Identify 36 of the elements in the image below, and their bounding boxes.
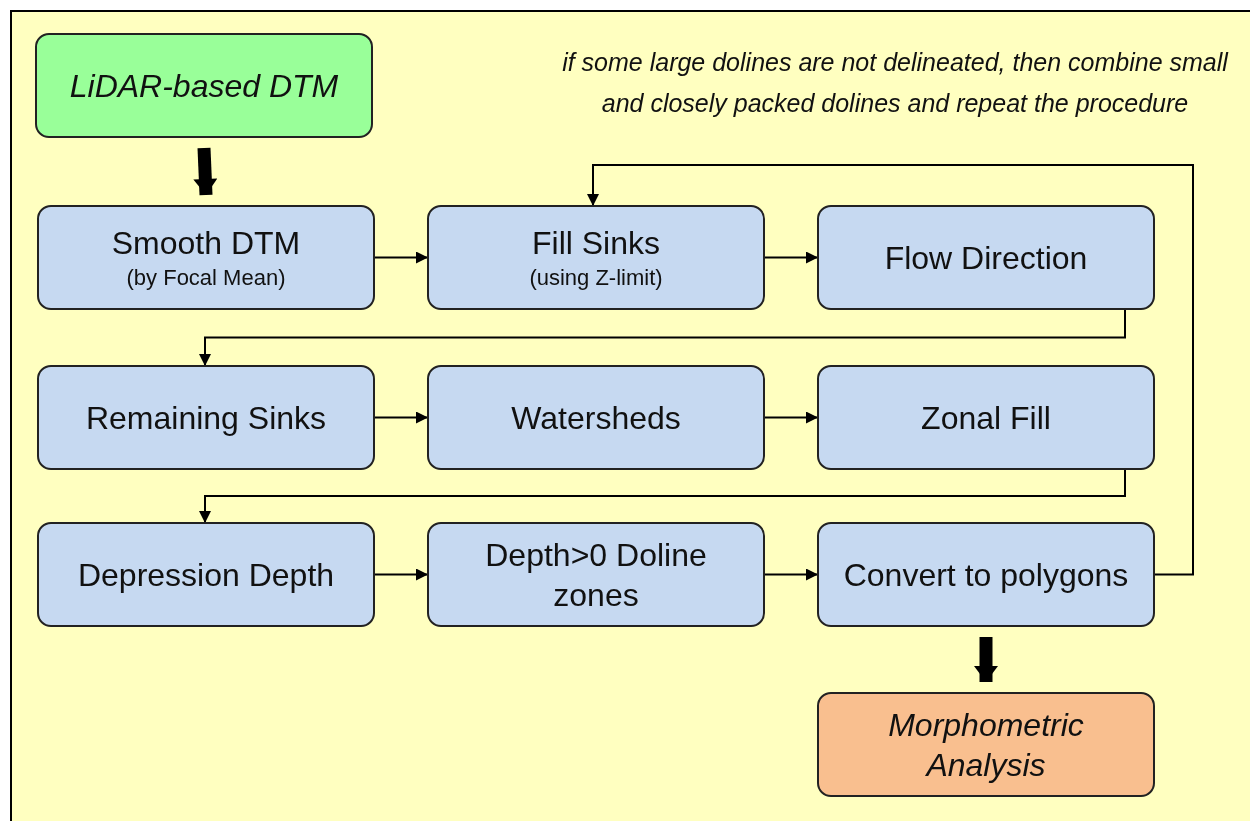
- box-title: Fill Sinks: [531, 223, 661, 263]
- box-subtitle: (by Focal Mean): [126, 263, 286, 292]
- process-box: [427, 365, 765, 470]
- arrow: [374, 411, 428, 424]
- process-box: [37, 205, 375, 310]
- process-box: [817, 205, 1155, 310]
- box-title: Morphometric Analysis: [887, 705, 1085, 785]
- process-box: [817, 522, 1155, 627]
- process-box: [37, 522, 375, 627]
- arrow: [199, 469, 1126, 523]
- box-title: Watersheds: [510, 398, 682, 438]
- arrow: [974, 637, 998, 682]
- arrow: [764, 251, 818, 264]
- box-title: Smooth DTM: [110, 223, 302, 263]
- process-box: [817, 365, 1155, 470]
- process-box: [37, 365, 375, 470]
- box-subtitle: (using Z-limit): [529, 263, 663, 292]
- box-title: Flow Direction: [883, 238, 1089, 278]
- process-box: [427, 522, 765, 627]
- box-title: Remaining Sinks: [84, 398, 328, 438]
- box-title: LiDAR-based DTM: [68, 66, 340, 106]
- box-title: Depth>0 Doline zones: [484, 535, 708, 615]
- arrow: [193, 147, 218, 196]
- box-title: Depression Depth: [76, 555, 336, 595]
- box-title: Convert to polygons: [842, 555, 1130, 595]
- arrow: [199, 309, 1126, 366]
- arrow: [764, 411, 818, 424]
- edge-label: if some large dolines are not delineated, then combine small and closely packed dolines and repeat the procedure: [561, 47, 1230, 119]
- arrow: [374, 568, 428, 581]
- process-box: [427, 205, 765, 310]
- arrow: [587, 164, 1194, 576]
- process-box: [35, 33, 373, 138]
- arrow: [764, 568, 818, 581]
- process-box: [817, 692, 1155, 797]
- arrow: [374, 251, 428, 264]
- box-title: Zonal Fill: [920, 398, 1052, 438]
